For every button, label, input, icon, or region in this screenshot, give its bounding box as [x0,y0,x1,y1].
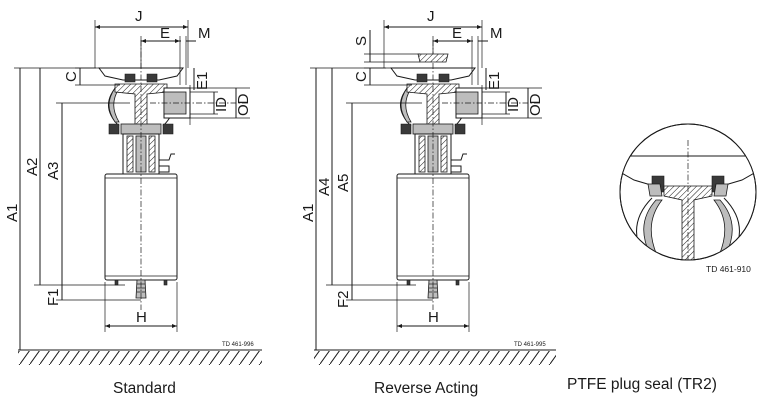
dim-A1: A1 [4,204,21,222]
dim-C-reverse: C [353,71,370,82]
ptfe-seal-detail: TD 461-910 PTFE plug seal (TR2) [567,123,757,393]
dim-E1-reverse: E1 [486,72,503,90]
dim-A4: A4 [316,178,333,196]
dim-A1-reverse: A1 [300,204,317,222]
dim-ID-reverse: ID [505,97,522,112]
caption-standard: Standard [113,380,176,397]
dim-A5: A5 [335,174,352,192]
dim-M: M [198,25,211,42]
dim-A2: A2 [24,158,41,176]
drawing-ref-standard: TD 461-996 [222,342,254,348]
dim-F1: F1 [45,288,62,306]
reverse-acting-valve: J E M S C E1 ID OD [300,8,556,397]
dim-OD-reverse: OD [527,93,544,116]
dim-OD: OD [235,93,252,116]
dim-H: H [136,309,147,326]
dim-E-reverse: E [452,25,462,42]
dim-E1: E1 [194,72,211,90]
dim-H-reverse: H [428,309,439,326]
drawing-ref-detail: TD 461-910 [706,264,751,274]
dim-J: J [135,8,143,25]
dim-E: E [160,25,170,42]
dim-J-reverse: J [427,8,435,25]
dim-ID: ID [213,97,230,112]
caption-detail: PTFE plug seal (TR2) [567,376,717,393]
dim-S: S [353,36,370,46]
dim-A3: A3 [45,162,62,180]
dim-C: C [63,71,80,82]
dim-M-reverse: M [490,25,503,42]
caption-reverse: Reverse Acting [374,380,478,397]
standard-valve: J E M C E1 ID OD A1 A2 [4,8,262,397]
dim-F2: F2 [335,290,352,308]
drawing-ref-reverse: TD 461-995 [514,342,546,348]
